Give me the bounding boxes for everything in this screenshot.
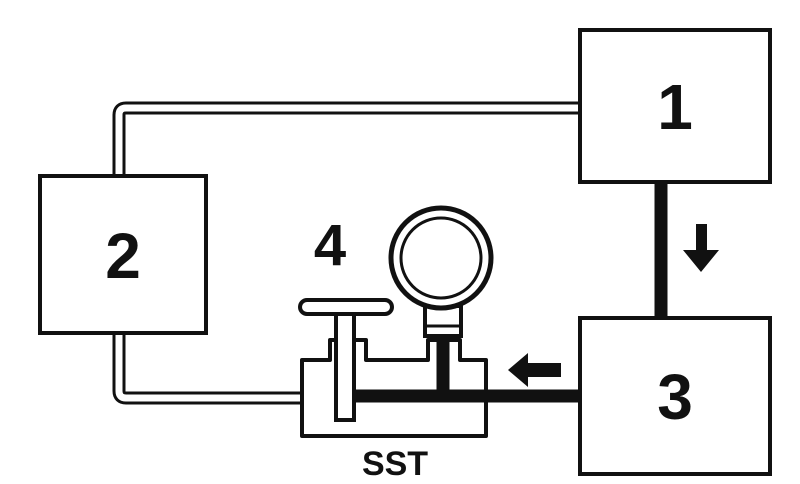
valve-callout-label: 4 [314,213,346,278]
valve-handle-icon[interactable] [298,298,394,316]
box-1 [578,28,772,184]
sst-tool [298,205,580,438]
sst-label: SST [362,445,428,483]
box-1-label: 1 [657,71,693,143]
box-2 [38,174,208,335]
pipe-1-to-2 [112,101,582,176]
box-2-label: 2 [105,220,141,292]
arrow-down-icon [683,224,719,272]
box-3-label: 3 [657,361,693,433]
arrow-left-icon [508,353,561,387]
pipe-2-to-valve [112,333,334,405]
valve-stem [334,312,356,422]
pressure-gauge-icon [388,205,494,338]
box-3 [578,316,772,476]
